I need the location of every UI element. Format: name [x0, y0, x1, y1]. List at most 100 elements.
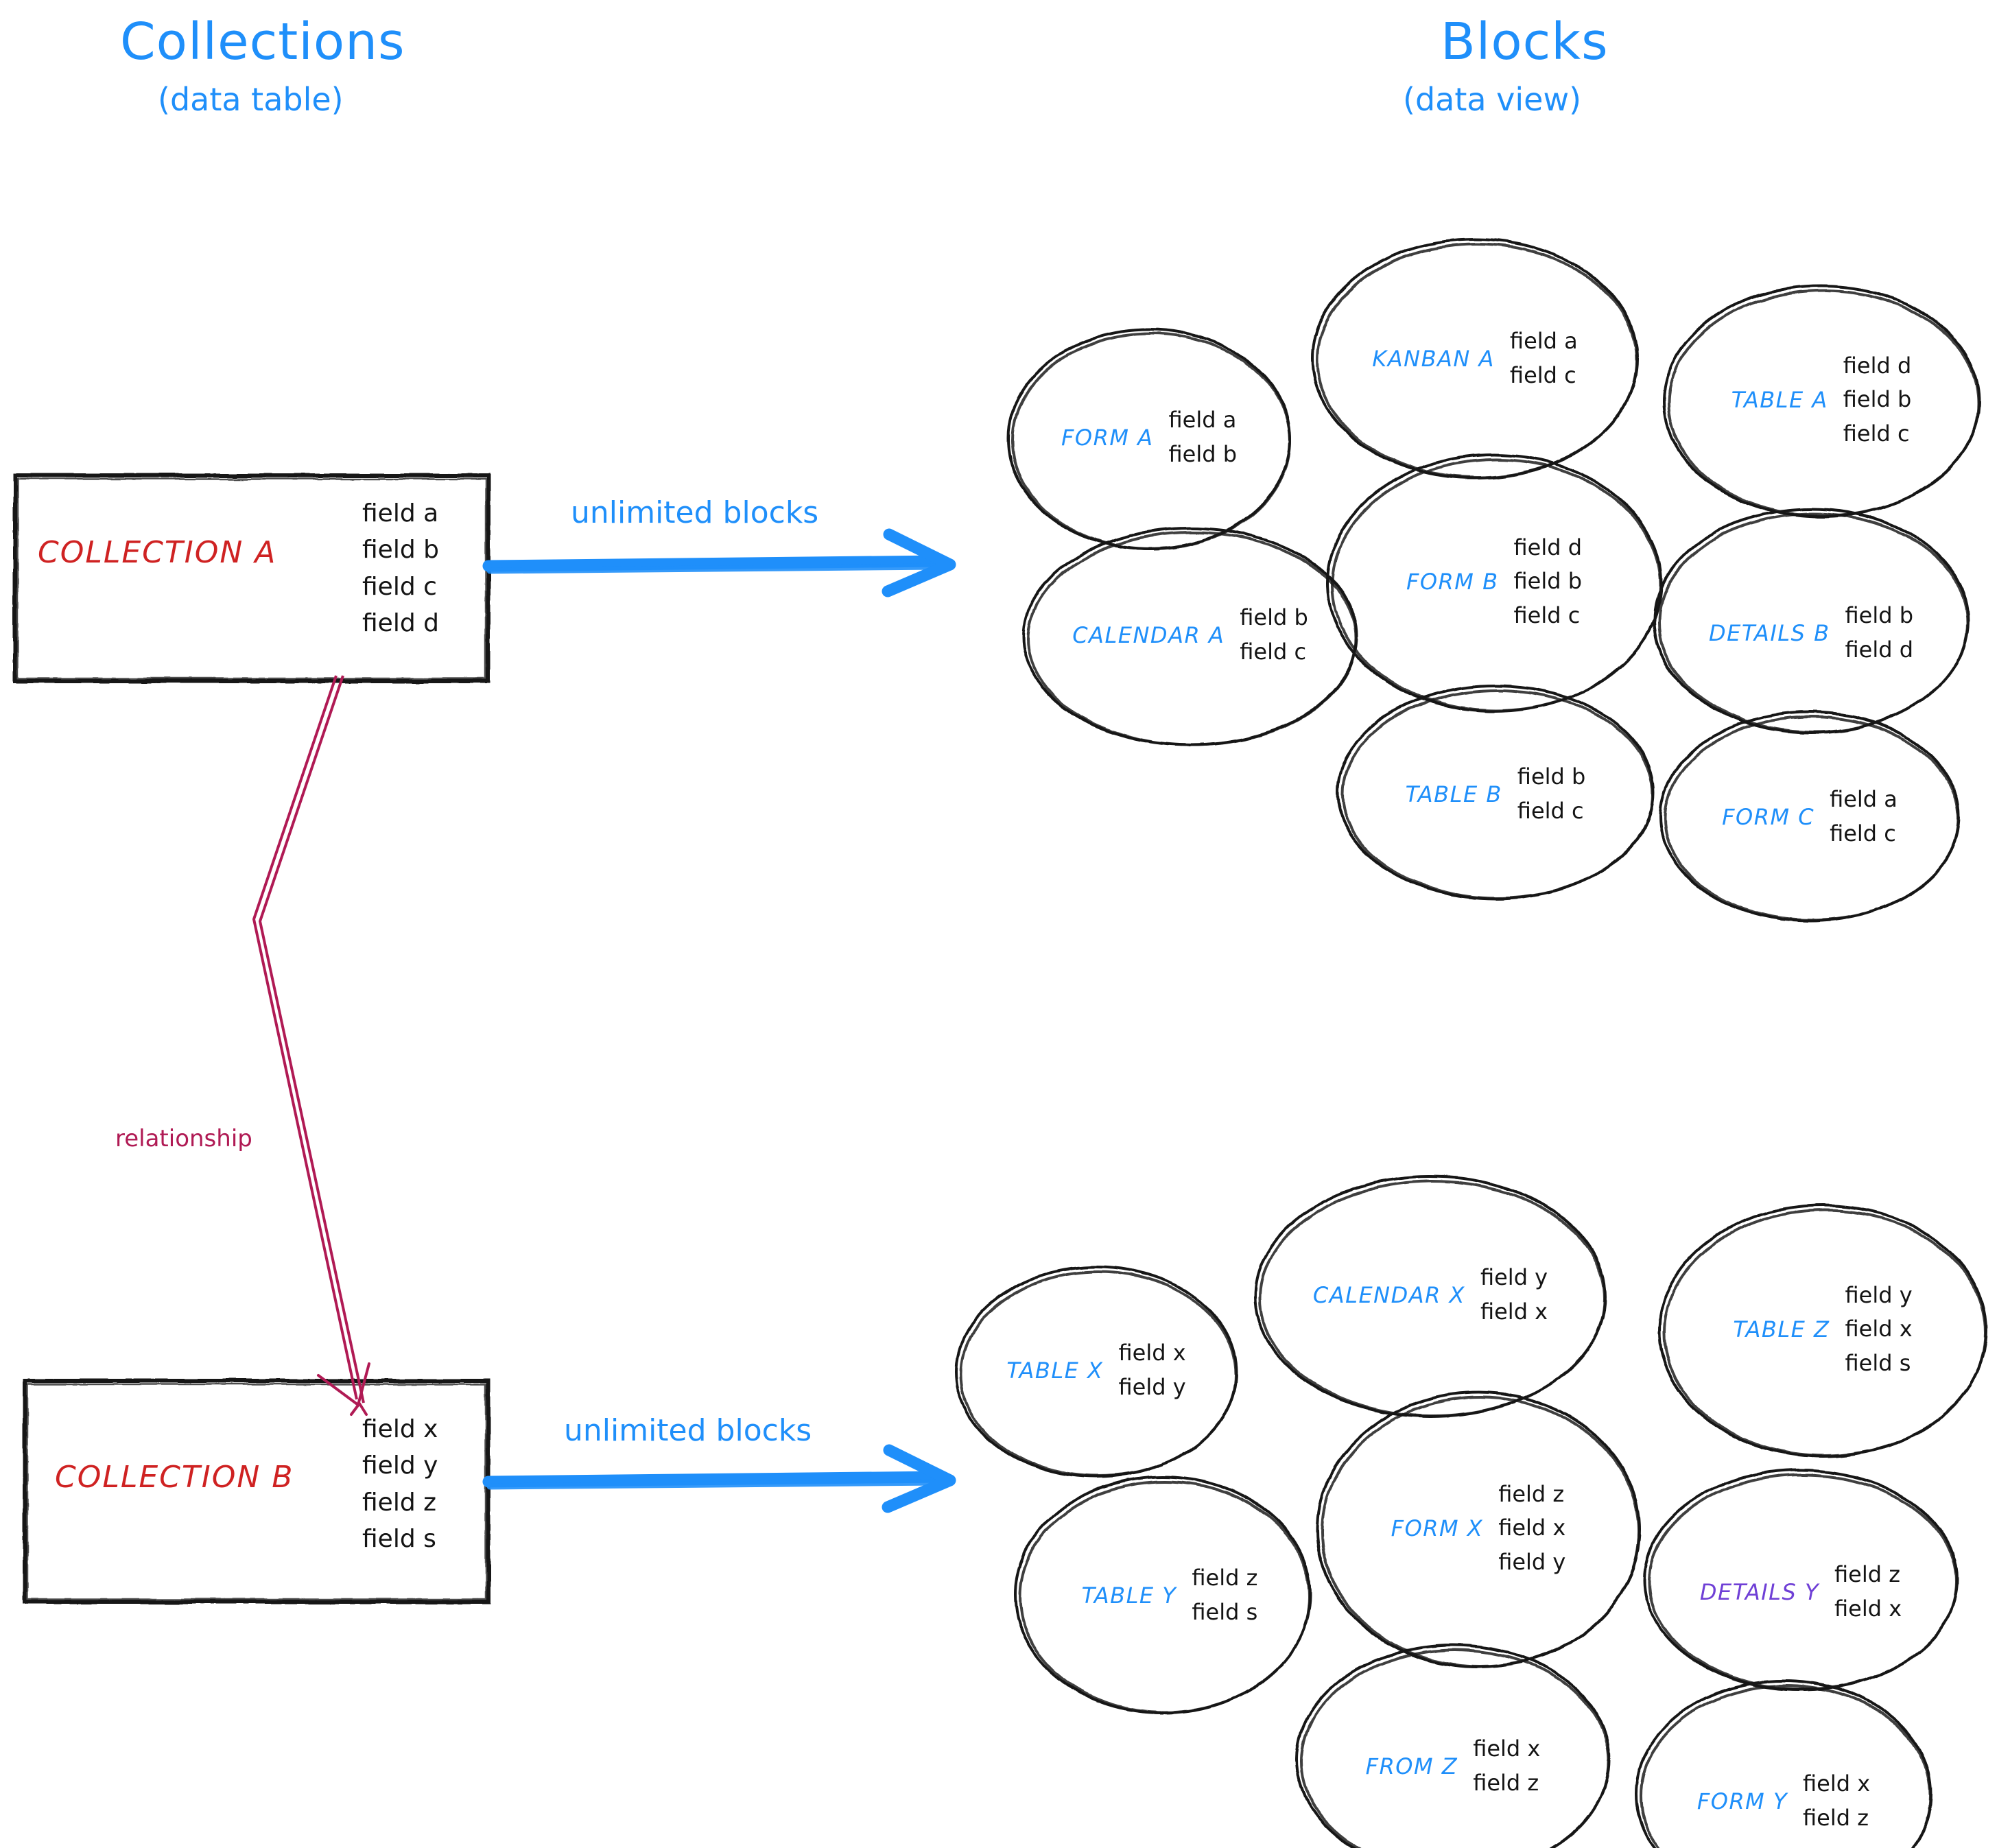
blocks-title: Blocks: [1441, 12, 1609, 71]
block-field: field a: [1830, 786, 1897, 813]
block-name: FORM B: [1406, 569, 1499, 595]
block-name: CALENDAR A: [1072, 622, 1225, 648]
block-name: CALENDAR X: [1312, 1282, 1465, 1308]
block-fields: field z field x: [1834, 1558, 1902, 1626]
collection-a-field: field b: [362, 536, 439, 565]
arrow-label-b: unlimited blocks: [564, 1413, 812, 1448]
block-field: field b: [1845, 602, 1914, 629]
block-fields: field z field x field y: [1498, 1478, 1565, 1580]
collections-heading: Collections (data table): [120, 12, 405, 118]
block-field: field c: [1517, 798, 1584, 824]
block-fields: field d field b field c: [1514, 531, 1583, 633]
block-field: field d: [1513, 534, 1583, 560]
block-table-y[interactable]: TABLE Y field z field s: [1022, 1502, 1317, 1691]
block-name: KANBAN A: [1372, 346, 1495, 372]
block-table-a[interactable]: TABLE A field d field b field c: [1664, 298, 1979, 504]
block-field: field y: [1498, 1548, 1566, 1575]
block-name: FORM C: [1722, 804, 1815, 830]
block-form-y[interactable]: FORM Y field x field z: [1636, 1711, 1931, 1848]
block-name: FORM A: [1061, 425, 1154, 451]
block-form-a[interactable]: FORM A field a field b: [1008, 329, 1290, 549]
block-calendar-a[interactable]: CALENDAR A field b field c: [1024, 541, 1357, 733]
collection-a-field: field c: [362, 572, 437, 601]
block-field: field c: [1843, 420, 1910, 447]
block-fields: field x field y: [1118, 1336, 1185, 1404]
block-fields: field y field x: [1480, 1261, 1548, 1329]
block-name: FROM Z: [1365, 1753, 1458, 1779]
block-field: field z: [1803, 1804, 1869, 1831]
block-fields: field b field d: [1845, 599, 1914, 667]
collections-title: Collections: [120, 12, 405, 71]
block-field: field x: [1480, 1299, 1548, 1325]
block-table-z[interactable]: TABLE Z field y field x field s: [1660, 1228, 1985, 1434]
collection-b-field: field x: [362, 1415, 438, 1443]
block-table-x[interactable]: TABLE X field x field y: [956, 1272, 1236, 1471]
block-field: field y: [1480, 1264, 1548, 1291]
block-name: FORM X: [1391, 1515, 1484, 1541]
collections-subtitle: (data table): [158, 81, 344, 118]
block-field: field c: [1509, 362, 1576, 388]
block-field: field x: [1845, 1316, 1913, 1342]
block-form-c[interactable]: FORM C field a field c: [1660, 733, 1959, 904]
block-fields: field z field s: [1192, 1561, 1257, 1629]
block-field: field x: [1803, 1770, 1871, 1797]
block-kanban-a[interactable]: KANBAN A field a field c: [1312, 257, 1637, 463]
collection-a-name: COLLECTION A: [38, 535, 277, 570]
block-field: field x: [1834, 1595, 1902, 1622]
block-field: field s: [1845, 1349, 1911, 1376]
block-field: field y: [1118, 1374, 1186, 1400]
relationship-connector: [252, 675, 370, 1416]
block-name: DETAILS Y: [1699, 1578, 1819, 1605]
block-fields: field x field z: [1803, 1767, 1870, 1835]
collection-a-field: field a: [362, 499, 439, 528]
block-from-z[interactable]: FROM Z field x field z: [1297, 1675, 1609, 1848]
block-fields: field y field x field s: [1845, 1279, 1912, 1381]
block-name: TABLE A: [1731, 387, 1828, 413]
block-name: FORM Y: [1696, 1788, 1788, 1814]
block-field: field z: [1192, 1564, 1258, 1591]
block-field: field z: [1473, 1770, 1539, 1796]
collection-b-field: field z: [362, 1488, 437, 1517]
block-field: field x: [1473, 1736, 1541, 1762]
block-field: field s: [1192, 1598, 1258, 1625]
unlimited-blocks-arrow-a: [482, 528, 956, 597]
block-fields: field x field z: [1473, 1732, 1540, 1800]
block-calendar-x[interactable]: CALENDAR X field y field x: [1255, 1200, 1605, 1393]
block-field: field x: [1118, 1340, 1186, 1366]
collection-b-field: field s: [362, 1524, 436, 1553]
unlimited-blocks-arrow-b: [482, 1444, 956, 1513]
block-name: TABLE Y: [1081, 1582, 1177, 1609]
block-form-b[interactable]: FORM B field d field b field c: [1327, 480, 1661, 686]
collection-b-field: field y: [362, 1452, 438, 1480]
block-form-x[interactable]: FORM X field z field x field y: [1317, 1427, 1640, 1633]
block-field: field d: [1845, 637, 1914, 663]
block-name: DETAILS B: [1708, 620, 1830, 646]
block-field: field z: [1498, 1480, 1565, 1507]
block-field: field a: [1509, 328, 1578, 355]
block-fields: field d field b field c: [1843, 349, 1912, 451]
block-field: field b: [1168, 441, 1238, 467]
collection-a-fields: field a field b field c field d: [362, 495, 439, 641]
block-details-y[interactable]: DETAILS Y field z field x: [1644, 1499, 1957, 1687]
block-field: field c: [1830, 820, 1896, 846]
block-details-b[interactable]: DETAILS B field b field d: [1654, 538, 1968, 731]
relationship-label: relationship: [115, 1125, 252, 1152]
block-field: field a: [1168, 407, 1237, 434]
block-field: field c: [1513, 602, 1581, 628]
block-fields: field a field b: [1168, 403, 1237, 471]
block-table-b[interactable]: TABLE B field b field c: [1338, 707, 1653, 885]
block-field: field z: [1834, 1561, 1901, 1587]
block-field: field x: [1498, 1515, 1566, 1541]
block-fields: field a field c: [1830, 783, 1897, 851]
block-name: TABLE B: [1405, 781, 1502, 807]
blocks-heading: Blocks (data view): [1403, 12, 1609, 118]
collection-a-field: field d: [362, 608, 439, 637]
block-fields: field a field c: [1510, 324, 1578, 392]
block-field: field d: [1843, 352, 1912, 379]
block-field: field b: [1843, 386, 1912, 413]
block-name: TABLE X: [1006, 1358, 1104, 1384]
blocks-subtitle: (data view): [1403, 81, 1582, 118]
block-field: field b: [1240, 604, 1308, 631]
collection-b-name: COLLECTION B: [55, 1460, 294, 1495]
